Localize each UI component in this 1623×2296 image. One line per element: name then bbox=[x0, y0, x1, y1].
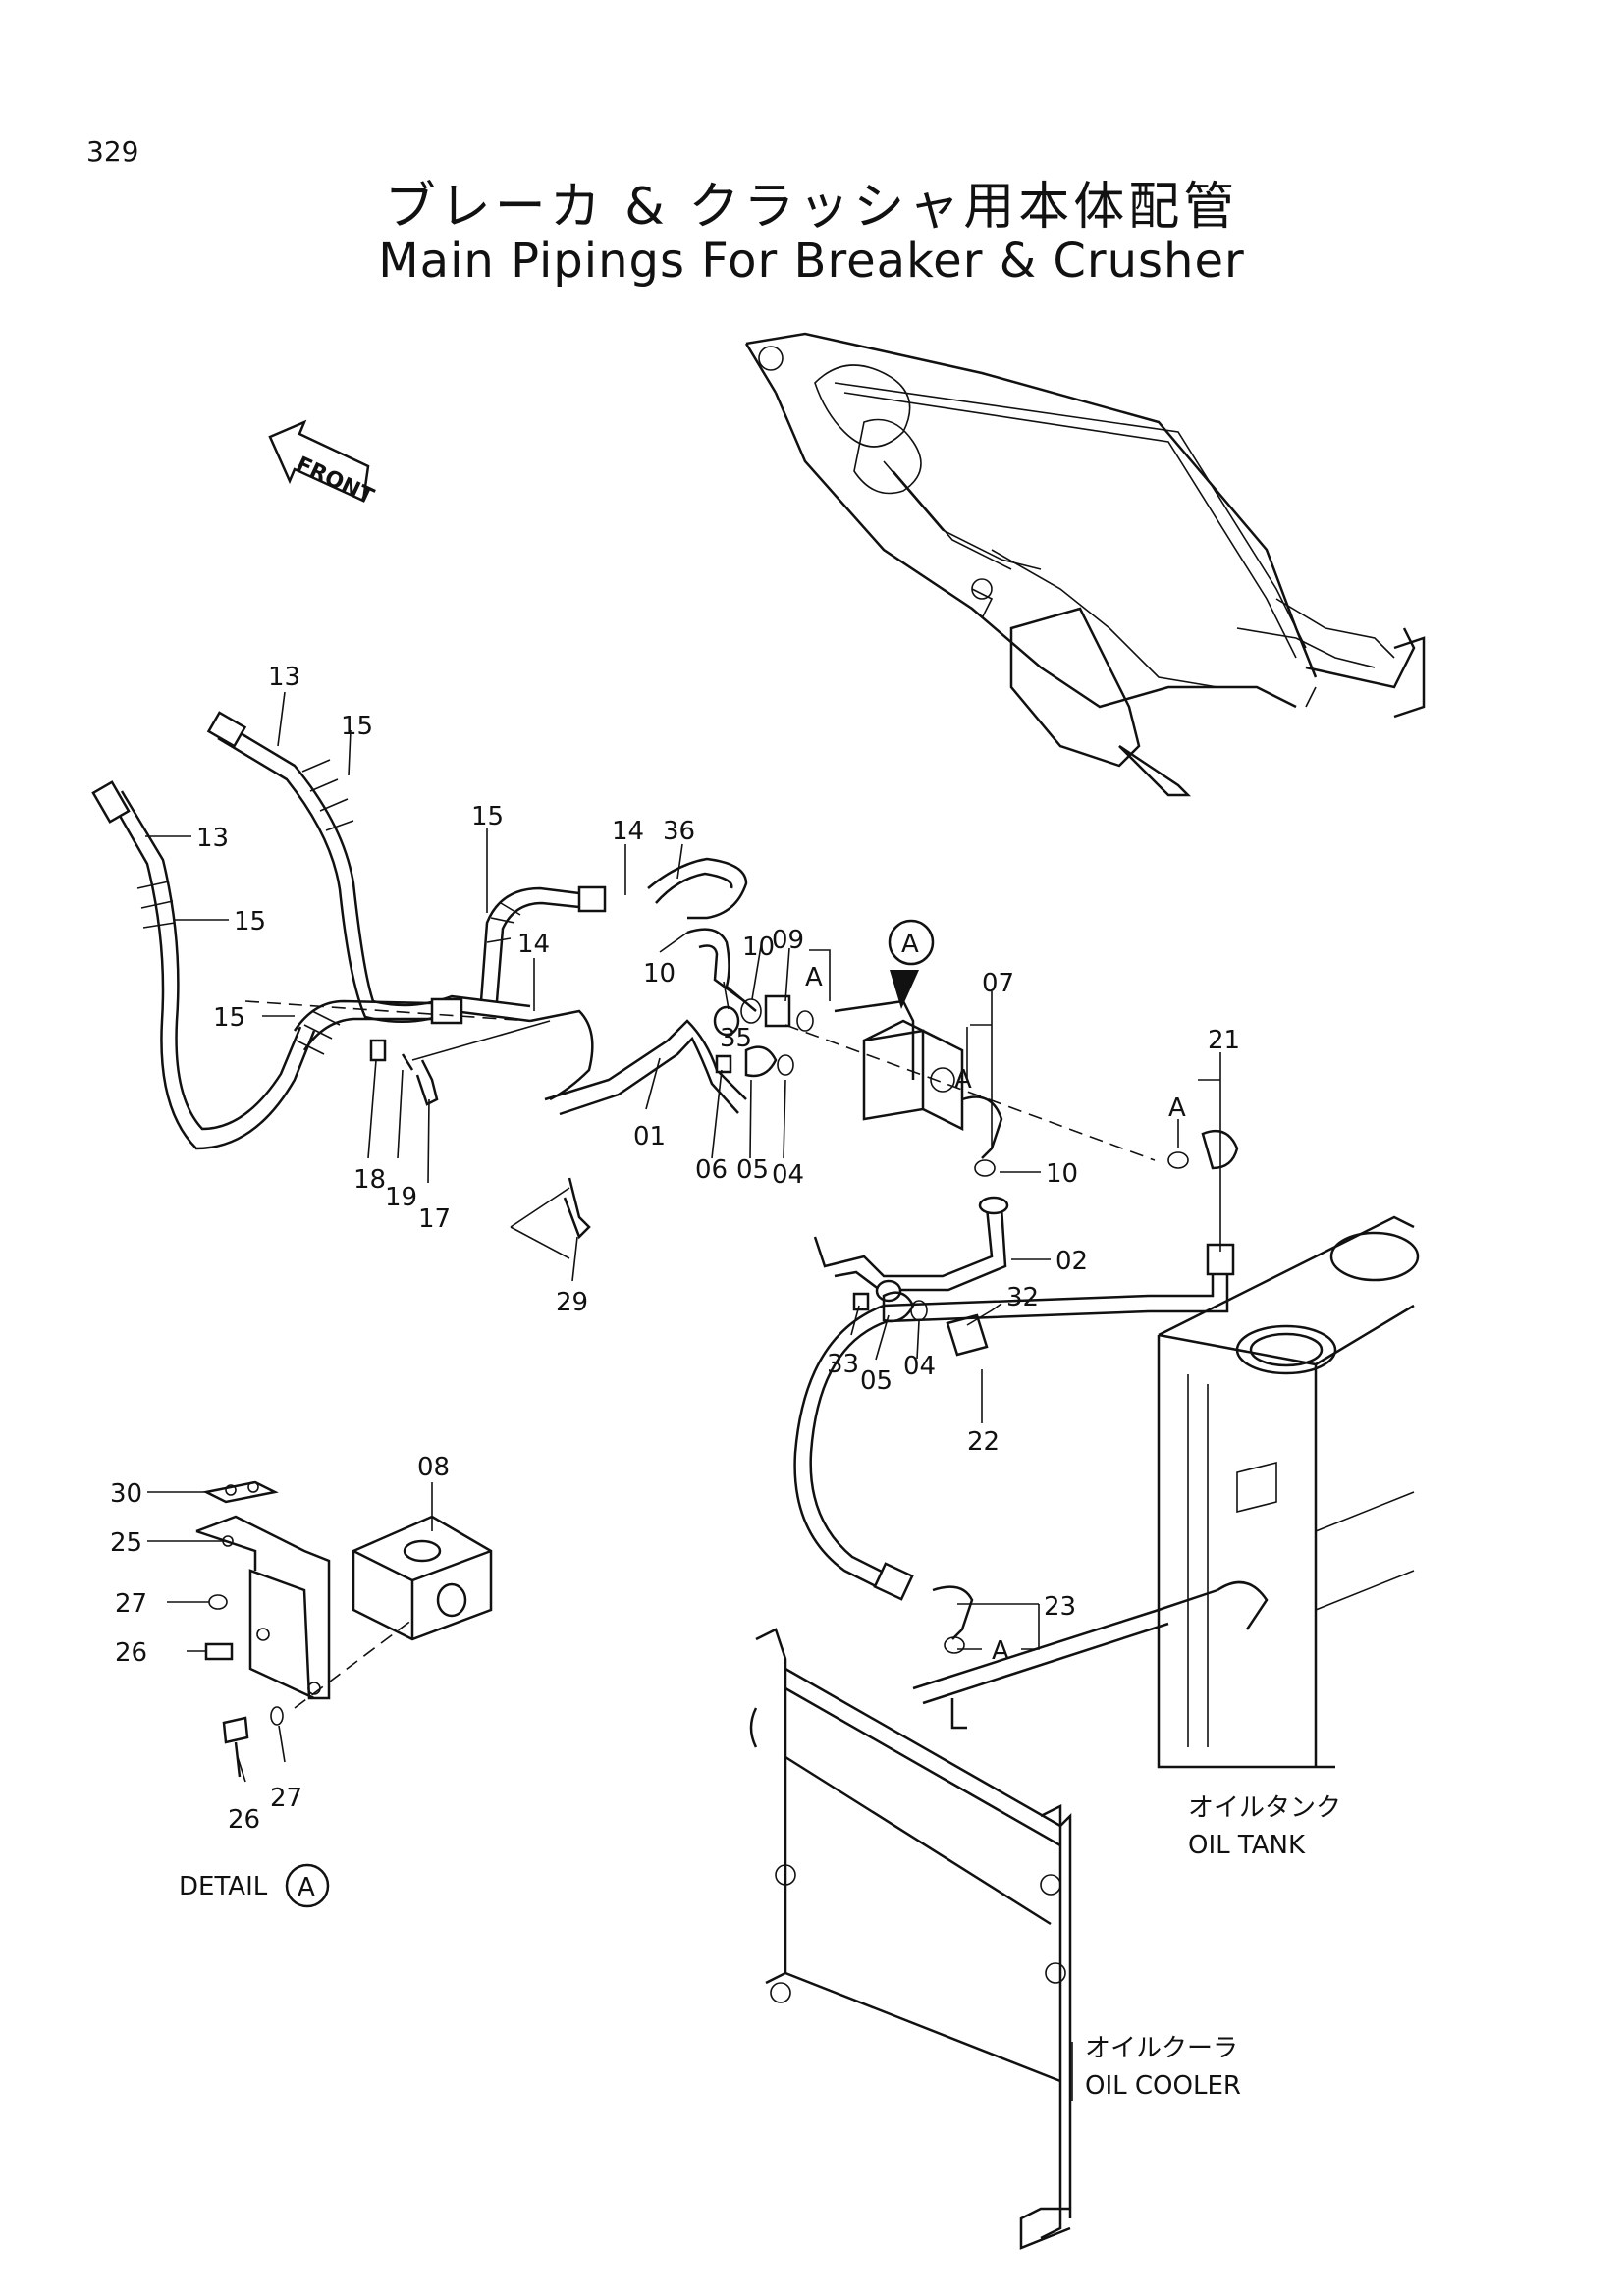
pipe-02 bbox=[813, 1196, 1009, 1303]
label-05b: 05 bbox=[860, 1366, 893, 1396]
pipe-01 bbox=[529, 1009, 747, 1116]
detail-a-caption: DETAIL A bbox=[179, 1863, 330, 1908]
label-a3: A bbox=[1168, 1094, 1186, 1123]
label-13b: 13 bbox=[196, 824, 229, 853]
label-15a: 15 bbox=[341, 712, 373, 741]
leader-lines bbox=[145, 691, 1221, 1783]
label-04b: 04 bbox=[903, 1352, 936, 1381]
label-09: 09 bbox=[772, 926, 804, 955]
oil-cooler-label-ja: オイルクーラ bbox=[1085, 2034, 1238, 2063]
front-label: FRONT bbox=[292, 453, 377, 509]
label-15b: 15 bbox=[234, 907, 266, 936]
detail-label: DETAIL bbox=[179, 1872, 268, 1901]
label-19: 19 bbox=[385, 1183, 417, 1212]
label-07: 07 bbox=[982, 969, 1014, 998]
hose-assembly-middle bbox=[293, 885, 607, 1055]
label-26b: 26 bbox=[228, 1805, 260, 1835]
fitting-23 bbox=[932, 1585, 974, 1654]
page-title-english: Main Pipings For Breaker & Crusher bbox=[378, 234, 1245, 289]
hose-assembly-left bbox=[91, 780, 316, 1150]
label-22: 22 bbox=[967, 1427, 1000, 1457]
detail-ref: A bbox=[298, 1873, 315, 1902]
label-30: 30 bbox=[110, 1479, 142, 1509]
oil-tank-label-ja: オイルタンク bbox=[1188, 1793, 1341, 1823]
label-08: 08 bbox=[417, 1453, 450, 1482]
label-14b: 14 bbox=[517, 930, 550, 959]
label-21: 21 bbox=[1208, 1026, 1240, 1055]
label-13a: 13 bbox=[268, 663, 300, 692]
pipe-36 bbox=[647, 857, 748, 920]
valve-block-07-08 bbox=[834, 999, 1003, 1177]
label-04a: 04 bbox=[772, 1160, 804, 1190]
label-23: 23 bbox=[1044, 1592, 1076, 1622]
label-01: 01 bbox=[633, 1122, 666, 1151]
label-10b: 10 bbox=[742, 933, 775, 962]
callout-a-pointer: A bbox=[888, 919, 935, 1009]
oil-cooler-label-en: OIL COOLER bbox=[1085, 2071, 1241, 2101]
svg-text:A: A bbox=[901, 930, 919, 959]
label-32: 32 bbox=[1006, 1283, 1039, 1312]
label-06: 06 bbox=[695, 1155, 728, 1185]
label-33: 33 bbox=[827, 1350, 859, 1379]
component-captions: オイルタンク OIL TANK オイルクーラ OIL COOLER bbox=[1071, 1793, 1341, 2101]
label-25: 25 bbox=[110, 1528, 142, 1558]
label-15d: 15 bbox=[213, 1003, 245, 1033]
pipe-35 bbox=[686, 928, 757, 1037]
label-18: 18 bbox=[353, 1165, 386, 1195]
label-10c: 10 bbox=[1046, 1159, 1078, 1189]
clamps-and-bolts bbox=[369, 1039, 989, 1357]
label-10a: 10 bbox=[643, 959, 676, 988]
label-27b: 27 bbox=[270, 1784, 302, 1813]
oil-cooler-drawing bbox=[749, 1588, 1218, 2250]
label-17: 17 bbox=[418, 1204, 451, 1234]
label-36: 36 bbox=[663, 817, 695, 846]
label-14a: 14 bbox=[612, 817, 644, 846]
excavator-overview-drawing bbox=[744, 332, 1426, 797]
hose-assembly-upper bbox=[206, 711, 531, 1024]
detail-a-bracket bbox=[195, 1480, 493, 1778]
oil-tank-label-en: OIL TANK bbox=[1188, 1831, 1306, 1860]
label-a2: A bbox=[954, 1065, 972, 1095]
front-direction-arrow: FRONT bbox=[268, 419, 377, 509]
label-15c: 15 bbox=[471, 802, 504, 831]
label-02: 02 bbox=[1055, 1247, 1088, 1276]
label-35: 35 bbox=[720, 1024, 752, 1053]
label-a1: A bbox=[805, 963, 823, 992]
label-27a: 27 bbox=[115, 1589, 147, 1619]
label-a4: A bbox=[992, 1636, 1009, 1666]
label-29: 29 bbox=[556, 1288, 588, 1317]
fitting-21 bbox=[1167, 1129, 1239, 1170]
page-title-japanese: ブレーカ & クラッシャ用本体配管 bbox=[384, 178, 1239, 237]
page-number: 329 bbox=[86, 135, 139, 168]
label-26a: 26 bbox=[115, 1638, 147, 1668]
oil-tank-drawing bbox=[1157, 1215, 1420, 1769]
label-05a: 05 bbox=[736, 1155, 769, 1185]
part-number-labels: 13 15 13 15 15 15 14 36 14 10 10 09 A 35… bbox=[110, 663, 1240, 1835]
